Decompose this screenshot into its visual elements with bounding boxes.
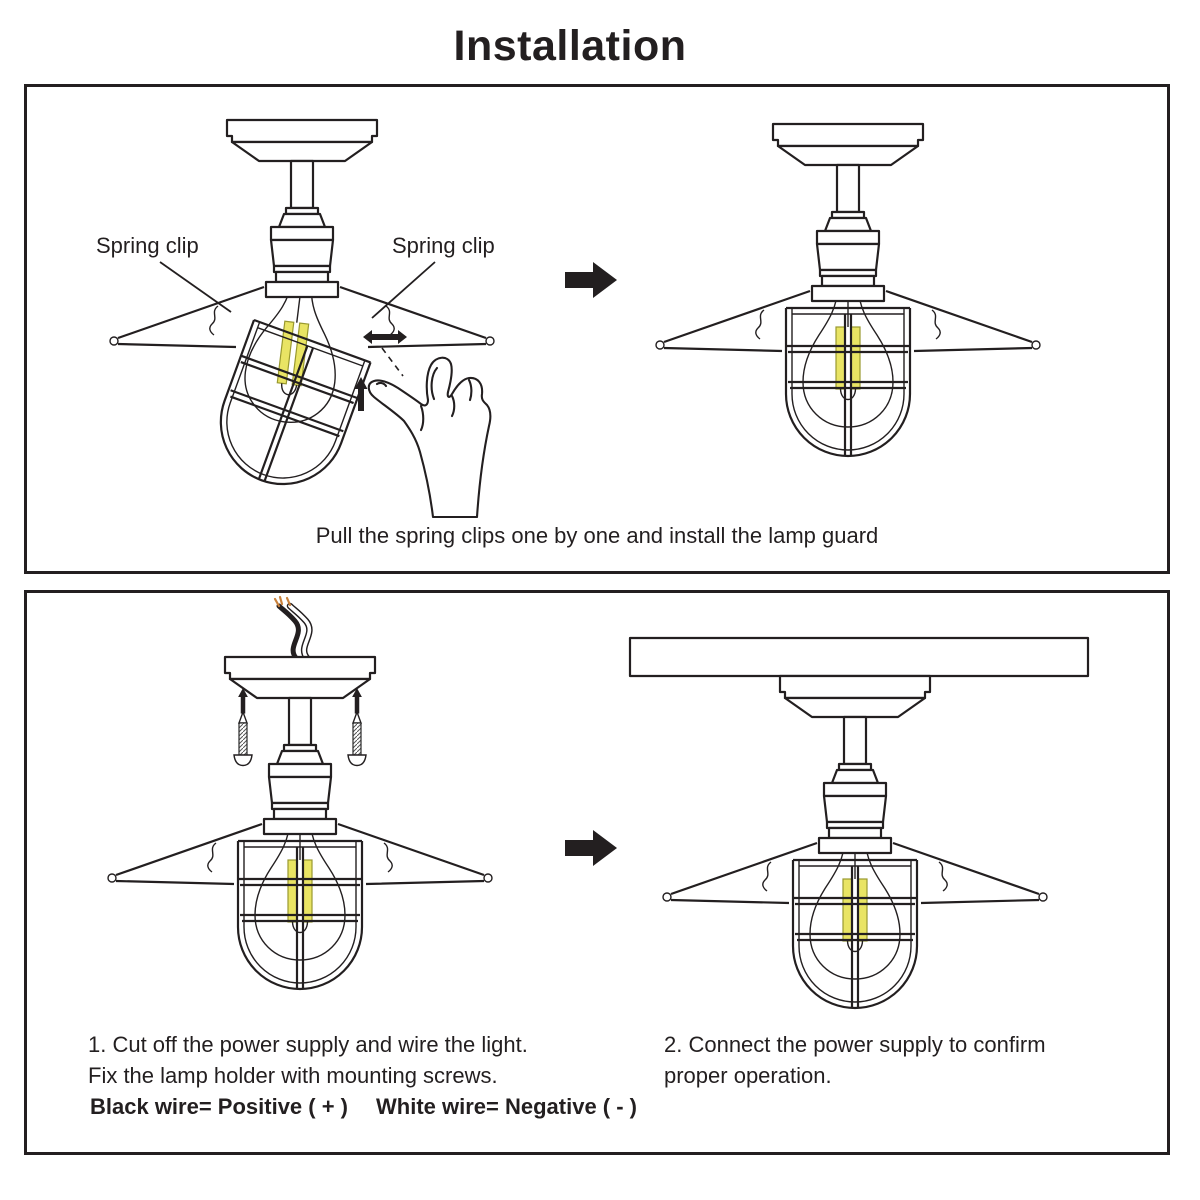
step2-line1: 2. Connect the power supply to confirm bbox=[664, 1032, 1046, 1057]
page-title: Installation bbox=[453, 22, 687, 70]
ceiling-section bbox=[628, 636, 1090, 678]
step-mounted-diagram bbox=[628, 636, 1090, 1010]
supply-wires bbox=[273, 595, 313, 662]
spring-clip-leader-right bbox=[371, 261, 436, 319]
pull-guide-dashed-line bbox=[381, 347, 404, 377]
step-wiring-diagram bbox=[106, 595, 494, 991]
step2-line2: proper operation. bbox=[664, 1063, 832, 1088]
step1-line1: 1. Cut off the power supply and wire the… bbox=[88, 1032, 528, 1057]
panel-install-guard bbox=[24, 84, 1170, 574]
spring-clip-label-left: Spring clip bbox=[96, 233, 199, 258]
panel-wiring bbox=[24, 590, 1170, 1155]
step1-instructions: 1. Cut off the power supply and wire the… bbox=[88, 1029, 528, 1091]
step-install-guard-diagram bbox=[108, 118, 496, 519]
spring-clip-label-right: Spring clip bbox=[392, 233, 495, 258]
step2-instructions: 2. Connect the power supply to confirm p… bbox=[664, 1029, 1046, 1091]
hand-illustration bbox=[367, 356, 492, 519]
wire-polarity-note: Black wire= Positive ( + ) White wire= Ne… bbox=[90, 1094, 637, 1120]
black-wire-note: Black wire= Positive ( + ) bbox=[90, 1094, 349, 1119]
panel1-caption: Pull the spring clips one by one and ins… bbox=[315, 523, 879, 548]
white-wire-note: White wire= Negative ( - ) bbox=[376, 1094, 638, 1119]
step1-line2: Fix the lamp holder with mounting screws… bbox=[88, 1063, 498, 1088]
